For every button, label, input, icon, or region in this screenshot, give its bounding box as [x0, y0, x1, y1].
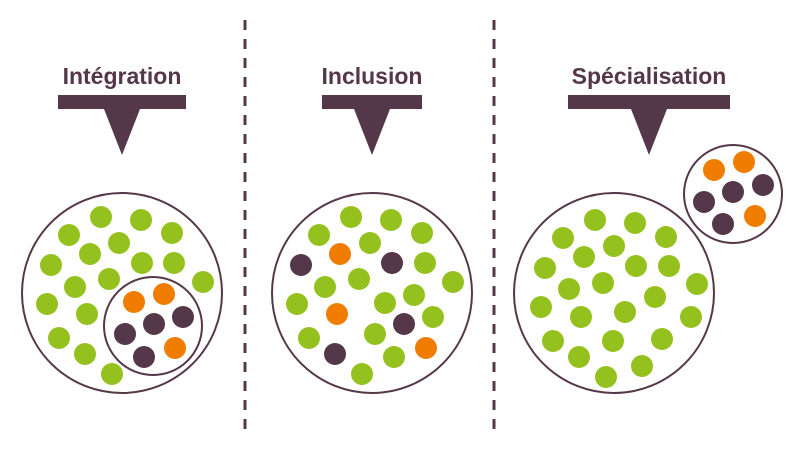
- dot-green: [40, 254, 62, 276]
- dot-orange: [329, 243, 351, 265]
- dot-green: [595, 366, 617, 388]
- panel-title: Intégration: [63, 63, 182, 89]
- dot-green: [131, 252, 153, 274]
- dot-orange: [326, 303, 348, 325]
- dot-green: [76, 303, 98, 325]
- dot-green: [422, 306, 444, 328]
- dot-green: [298, 327, 320, 349]
- dot-green: [552, 227, 574, 249]
- dot-dark: [143, 313, 165, 335]
- dot-green: [79, 243, 101, 265]
- dot-dark: [290, 254, 312, 276]
- panel-title: Spécialisation: [572, 63, 727, 89]
- dot-green: [414, 252, 436, 274]
- dot-orange: [164, 337, 186, 359]
- dot-green: [64, 276, 86, 298]
- dot-green: [90, 206, 112, 228]
- dot-green: [58, 224, 80, 246]
- dot-green: [314, 276, 336, 298]
- dot-green: [411, 222, 433, 244]
- dot-green: [364, 323, 386, 345]
- dot-green: [101, 363, 123, 385]
- dot-green: [631, 355, 653, 377]
- dot-green: [108, 232, 130, 254]
- dot-green: [286, 293, 308, 315]
- dot-green: [340, 206, 362, 228]
- dot-orange: [744, 205, 766, 227]
- panel-integration: Intégration: [21, 63, 223, 394]
- dot-green: [624, 212, 646, 234]
- dot-green: [98, 268, 120, 290]
- panel-title: Inclusion: [322, 63, 423, 89]
- dot-green: [651, 328, 673, 350]
- dot-green: [644, 286, 666, 308]
- dot-green: [625, 255, 647, 277]
- funnel-arrow-icon: [322, 95, 422, 155]
- dot-green: [442, 271, 464, 293]
- dot-dark: [133, 346, 155, 368]
- dot-green: [570, 306, 592, 328]
- dot-orange: [703, 159, 725, 181]
- dot-dark: [752, 174, 774, 196]
- group-circle-all: [271, 192, 473, 394]
- dot-green: [74, 343, 96, 365]
- dot-green: [568, 346, 590, 368]
- dot-dark: [324, 343, 346, 365]
- dot-green: [602, 330, 624, 352]
- dot-orange: [415, 337, 437, 359]
- dot-dark: [114, 323, 136, 345]
- dot-orange: [153, 283, 175, 305]
- dot-dark: [393, 313, 415, 335]
- dot-green: [534, 257, 556, 279]
- funnel-arrow-icon: [568, 95, 730, 155]
- dot-green: [530, 296, 552, 318]
- dot-green: [351, 363, 373, 385]
- dot-green: [374, 292, 396, 314]
- dot-dark: [712, 213, 734, 235]
- dot-green: [573, 246, 595, 268]
- dot-green: [380, 209, 402, 231]
- dot-green: [592, 272, 614, 294]
- dot-green: [359, 232, 381, 254]
- dot-orange: [733, 151, 755, 173]
- dot-green: [603, 235, 625, 257]
- dot-green: [348, 268, 370, 290]
- dot-green: [163, 252, 185, 274]
- group-circle-minority: [103, 276, 203, 376]
- group-circle-separate: [683, 144, 783, 244]
- dot-dark: [722, 181, 744, 203]
- dot-green: [192, 271, 214, 293]
- dot-green: [558, 278, 580, 300]
- dot-green: [584, 209, 606, 231]
- dot-green: [542, 330, 564, 352]
- dot-green: [161, 222, 183, 244]
- funnel-arrow-icon: [58, 95, 186, 155]
- dot-green: [308, 224, 330, 246]
- dot-dark: [172, 306, 194, 328]
- dot-green: [383, 346, 405, 368]
- dot-green: [655, 226, 677, 248]
- dot-green: [658, 255, 680, 277]
- group-circle-majority: [21, 192, 223, 394]
- dot-green: [614, 301, 636, 323]
- dot-green: [686, 273, 708, 295]
- dot-orange: [123, 291, 145, 313]
- dot-dark: [693, 191, 715, 213]
- dot-green: [403, 284, 425, 306]
- dot-green: [680, 306, 702, 328]
- dot-dark: [381, 252, 403, 274]
- dot-green: [48, 327, 70, 349]
- dot-green: [130, 209, 152, 231]
- dot-green: [36, 293, 58, 315]
- panel-inclusion: Inclusion: [271, 63, 473, 394]
- group-circle-majority: [513, 192, 715, 394]
- panel-specialisation: Spécialisation: [513, 63, 783, 394]
